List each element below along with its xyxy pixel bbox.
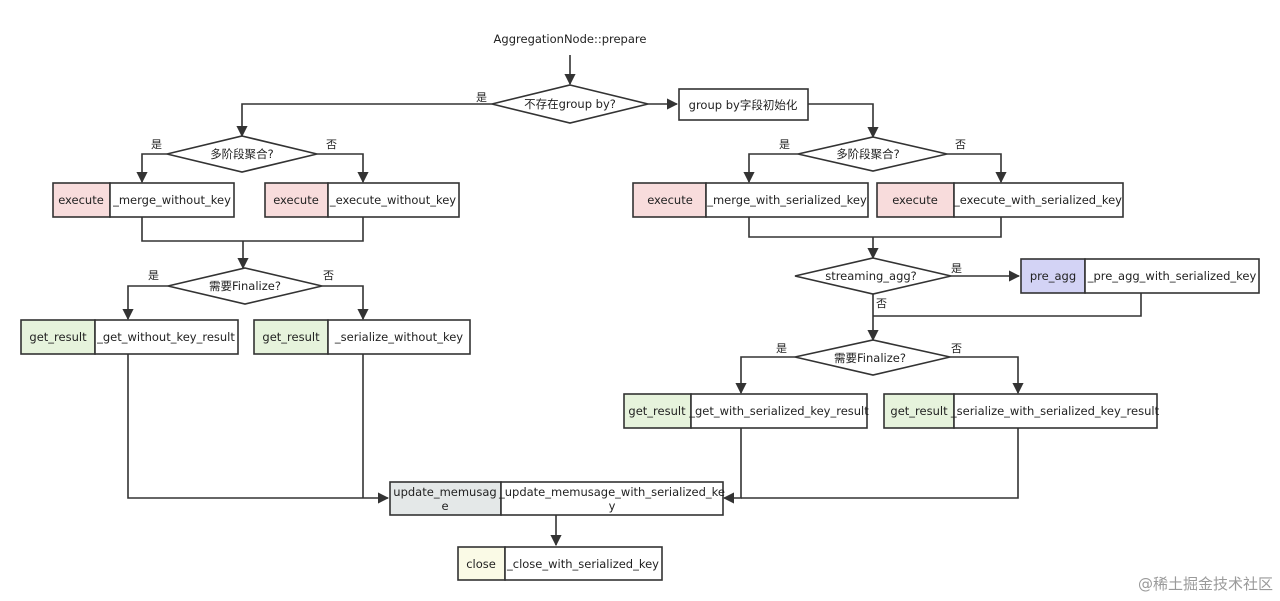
edge-no-group-by-yes [236,103,492,138]
edge-fin-right-no [950,356,1024,395]
edge-right-result-b [741,428,1019,499]
box-get-result-with-serialized-key: get_result _get_with_serialized_key_resu… [623,393,869,429]
node-label: update_memusag [393,485,496,499]
edge-fin-left-yes [122,285,168,321]
label-yes: 是 [148,269,159,282]
box-close: close _close_with_serialized_key [457,546,663,581]
node-label: _execute_with_serialized_key [953,193,1122,207]
box-serialize-with-serialized-key: get_result _serialize_with_serialized_ke… [883,393,1160,429]
box-execute-execute-without-key: execute _execute_without_key [264,182,460,218]
node-label: _get_without_key_result [96,330,235,344]
edge-pre-agg-back [873,293,1142,317]
box-serialize-without-key: get_result _serialize_without_key [253,319,471,355]
edge-left-exec-merge [141,217,364,242]
node-label: 多阶段聚合? [210,147,274,161]
edge-right-exec-merge [748,217,1002,238]
node-label: _close_with_serialized_key [506,557,659,571]
watermark: @稀土掘金技术社区 [1138,575,1273,593]
node-label: get_result [628,404,686,418]
node-label: get_result [29,330,87,344]
label-no: 否 [955,138,966,151]
node-label: execute [647,193,693,207]
edge-fin-right-yes [735,356,795,395]
label-yes: 是 [776,342,787,355]
edge-ms-right-yes [743,153,798,184]
box-execute-execute-with-serialized-key: execute _execute_with_serialized_key [876,182,1124,218]
node-label: _merge_without_key [112,193,231,207]
node-label: 多阶段聚合? [836,147,900,161]
label-yes: 是 [779,138,790,151]
node-label: execute [58,193,104,207]
edge-right-result-a [722,428,742,504]
edges [122,55,1142,547]
node-label: _pre_agg_with_serialized_key [1087,269,1257,283]
edge-ms-left-no [317,153,369,184]
label-yes: 是 [476,91,487,104]
node-label: get_result [262,330,320,344]
node-label: group by字段初始化 [689,98,798,112]
label-no: 否 [323,269,334,282]
label-yes: 是 [951,262,962,275]
node-label: 需要Finalize? [834,351,906,365]
edge-ms-left-yes [136,153,167,184]
decision-multi-stage-left: 多阶段聚合? [166,135,318,173]
edge-labels: 是 是 否 是 否 是 否 是 否 是 否 [148,91,966,355]
node-label: 不存在group by? [524,97,616,111]
box-execute-merge-without-key: execute _merge_without_key [52,182,235,218]
node-label: e [441,499,448,513]
node-label: _merge_with_serialized_key [706,193,867,207]
node-label: _serialize_without_key [334,330,463,344]
edge-ms-right-no [947,153,1007,184]
box-get-result-without-key: get_result _get_without_key_result [20,319,239,355]
box-group-by-init: group by字段初始化 [678,88,809,121]
node-label: streaming_agg? [825,269,917,283]
node-label: y [609,499,616,513]
decision-multi-stage-right: 多阶段聚合? [797,136,948,172]
node-label: close [466,557,496,571]
node-label: execute [273,193,319,207]
node-label: _get_with_serialized_key_result [688,404,869,418]
decision-finalize-left: 需要Finalize? [167,267,323,305]
label-no: 否 [326,138,337,151]
edge-group-by-init-down [808,103,879,139]
box-pre-agg: pre_agg _pre_agg_with_serialized_key [1020,258,1260,294]
node-label: 需要Finalize? [209,279,281,293]
box-update-memusage: update_memusag e _update_memusage_with_s… [389,481,725,516]
node-label: _update_memusage_with_serialized_ke [498,485,725,499]
decision-no-group-by: 不存在group by? [491,84,649,124]
node-label: _serialize_with_serialized_key_result [950,404,1160,418]
node-label: get_result [890,404,948,418]
box-execute-merge-with-serialized-key: execute _merge_with_serialized_key [632,182,869,218]
label-no: 否 [951,342,962,355]
decision-finalize-right: 需要Finalize? [794,339,951,376]
label-no: 否 [876,297,887,310]
node-label: execute [892,193,938,207]
start-label: AggregationNode::prepare [494,32,647,46]
decision-streaming-agg: streaming_agg? [794,257,952,295]
edge-fin-left-no [322,285,369,321]
label-yes: 是 [151,138,162,151]
edge-left-result-a [127,354,390,504]
node-label: _execute_without_key [329,193,456,207]
node-label: pre_agg [1030,269,1076,283]
